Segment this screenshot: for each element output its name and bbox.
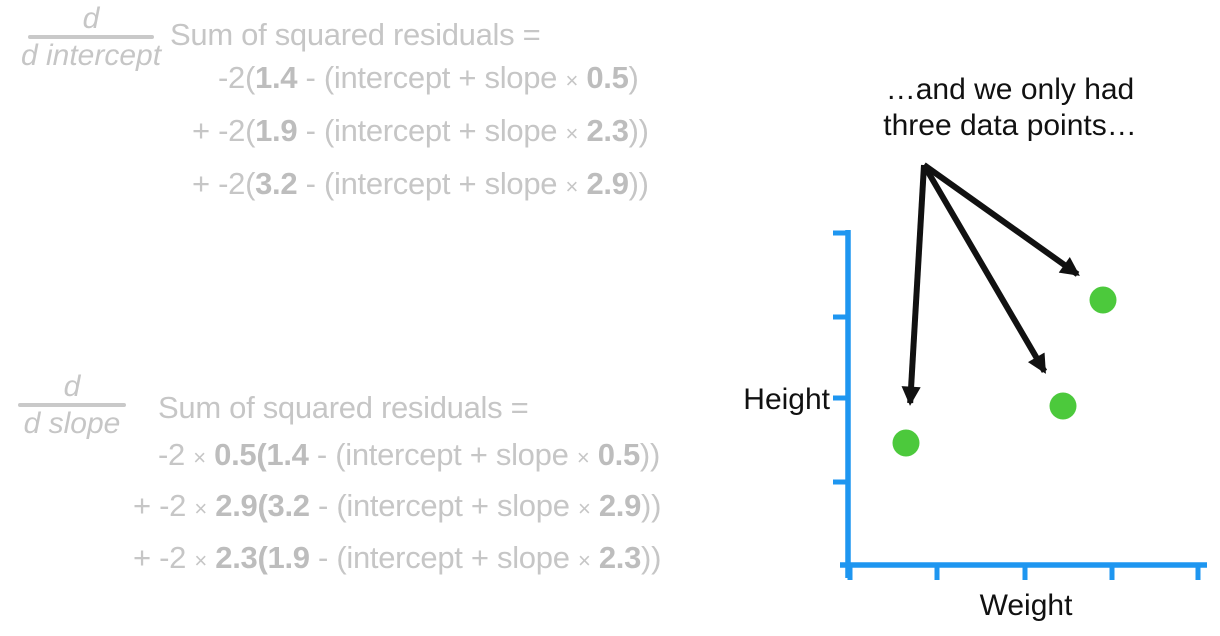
formula-text: [206, 437, 214, 472]
formula-text: - (intercept + slope: [297, 166, 566, 201]
formula-text: )): [641, 540, 662, 575]
formula-text: )): [639, 437, 660, 472]
formula-text: ): [628, 60, 639, 95]
fraction-numerator: d: [63, 370, 81, 403]
formula-text: - (intercept + slope: [297, 113, 566, 148]
multiply-icon: ×: [565, 174, 579, 199]
formula-value: 0.5: [597, 437, 641, 472]
formula-text: -2(: [218, 60, 255, 95]
formula-value: 3.2: [255, 166, 298, 201]
scatter-plot: [833, 162, 1207, 580]
formula-value: 2.9: [586, 166, 629, 201]
annotation-text: …and we only had three data points…: [850, 72, 1170, 144]
d-d-slope-fraction: d d slope: [6, 370, 138, 440]
arrow-to-point-3: [922, 162, 1080, 277]
formula-text: [591, 488, 599, 523]
formula-value: 0.5(1.4: [214, 437, 309, 472]
formula-text: + -2(: [192, 113, 256, 148]
formula-value: 2.3: [598, 540, 642, 575]
fraction-bar: [28, 35, 154, 39]
data-points: [892, 286, 1117, 457]
multiply-icon: ×: [565, 68, 578, 93]
formula-text: [589, 437, 597, 472]
data-point-3: [1089, 286, 1117, 314]
formula-value: 1.9: [255, 113, 298, 148]
formula-text: + -2: [133, 488, 195, 523]
intercept-derivative-line-3: + -2(3.2 - (intercept + slope × 2.9)): [192, 167, 649, 204]
formula-text: - (intercept + slope: [309, 488, 578, 523]
formula-text: )): [628, 113, 649, 148]
formula-value: 1.4: [255, 60, 298, 95]
multiply-icon: ×: [577, 496, 591, 521]
ssr-header-slope: Sum of squared residuals =: [158, 390, 529, 425]
fraction-denominator: d slope: [23, 407, 121, 440]
formula-text: + -2: [133, 540, 195, 575]
arrow-to-point-1: [901, 164, 927, 406]
data-point-1: [892, 429, 920, 457]
formula-value: 2.9(3.2: [215, 488, 310, 523]
formula-value: 2.3(1.9: [215, 540, 310, 575]
formula-value: 2.3: [586, 113, 629, 148]
formula-value: 0.5: [586, 60, 629, 95]
arrows: [901, 162, 1080, 406]
multiply-icon: ×: [193, 445, 206, 470]
annotation-line-2: three data points…: [883, 109, 1137, 142]
multiply-icon: ×: [565, 121, 579, 146]
fraction-bar: [18, 403, 126, 407]
formula-text: [591, 540, 599, 575]
slope-derivative-line-2: + -2 × 2.9(3.2 - (intercept + slope × 2.…: [133, 489, 661, 526]
multiply-icon: ×: [577, 548, 591, 573]
intercept-derivative-line-1: -2(1.4 - (intercept + slope × 0.5): [218, 61, 639, 98]
formula-text: )): [641, 488, 662, 523]
fraction-denominator: d intercept: [20, 39, 162, 72]
d-d-intercept-fraction: d d intercept: [16, 2, 166, 72]
multiply-icon: ×: [194, 548, 207, 573]
annotation-line-1: …and we only had: [885, 73, 1135, 106]
formula-value: 2.9: [598, 488, 642, 523]
multiply-icon: ×: [194, 496, 207, 521]
slope-derivative-line-1: -2 × 0.5(1.4 - (intercept + slope × 0.5)…: [158, 438, 660, 475]
formula-text: )): [628, 166, 649, 201]
formula-text: - (intercept + slope: [308, 437, 577, 472]
intercept-derivative-line-2: + -2(1.9 - (intercept + slope × 2.3)): [192, 114, 649, 151]
data-point-2: [1049, 392, 1077, 420]
formula-text: -2: [158, 437, 194, 472]
slope-derivative-line-3: + -2 × 2.3(1.9 - (intercept + slope × 2.…: [133, 541, 661, 578]
formula-text: - (intercept + slope: [309, 540, 578, 575]
y-axis-label: Height: [743, 383, 830, 416]
multiply-icon: ×: [576, 445, 590, 470]
axes: [833, 230, 1207, 580]
fraction-numerator: d: [82, 2, 100, 35]
formula-text: - (intercept + slope: [297, 60, 566, 95]
arrow-to-point-2: [921, 163, 1048, 374]
x-axis-label: Weight: [979, 589, 1073, 622]
ssr-header-intercept: Sum of squared residuals =: [170, 17, 541, 52]
formula-text: + -2(: [192, 166, 256, 201]
